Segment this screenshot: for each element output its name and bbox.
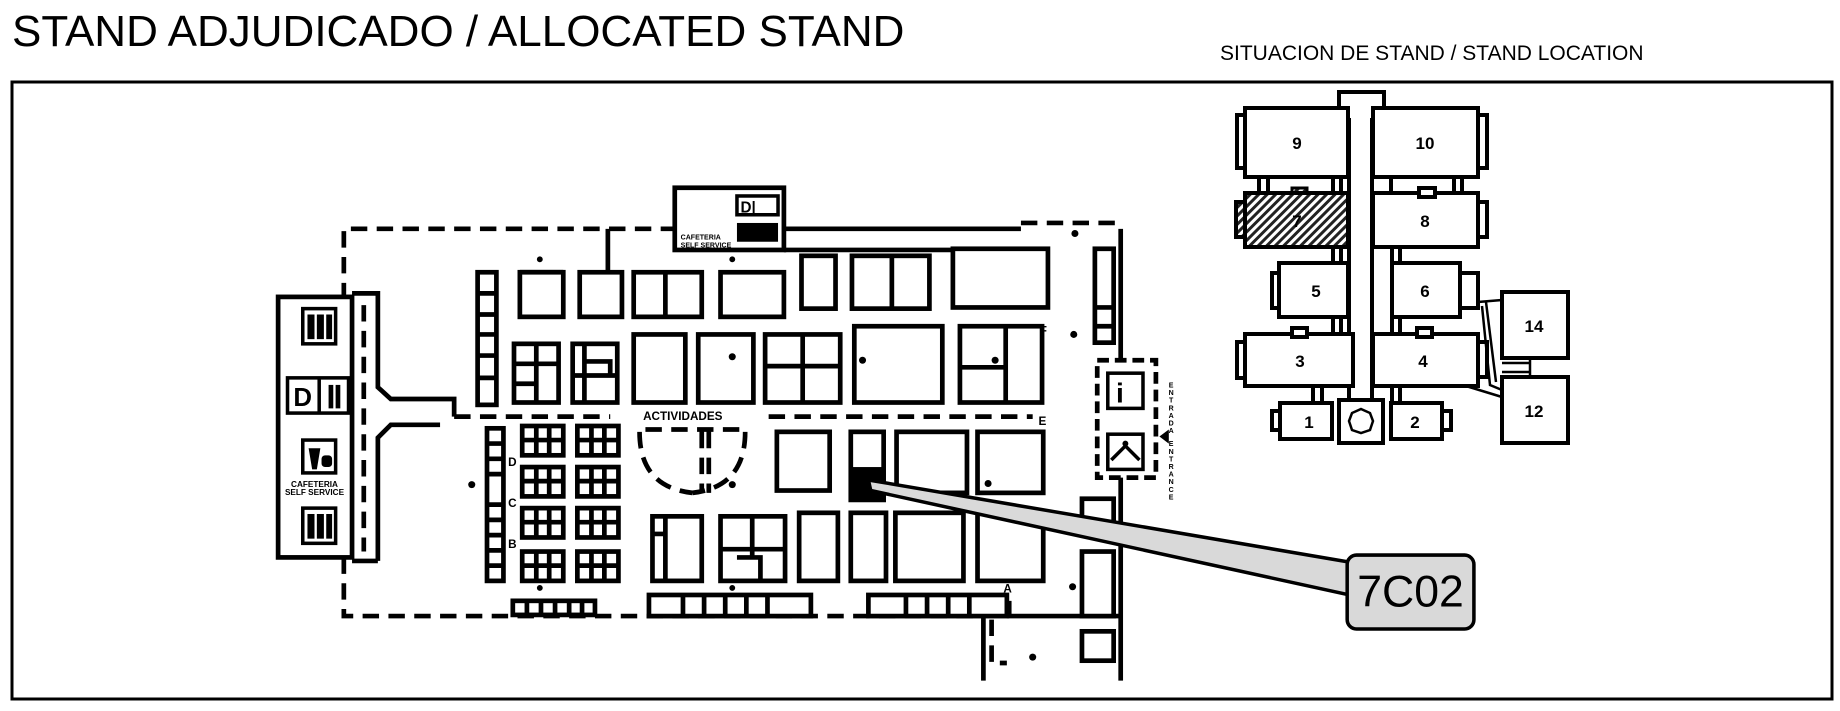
hall-2[interactable]: 2	[1389, 401, 1453, 441]
svg-text:9: 9	[1292, 134, 1301, 153]
svg-text:i: i	[1116, 378, 1124, 409]
entrance-label-en: ENTRANCE	[1168, 441, 1175, 502]
entrance-label-es: ENTRADA	[1168, 383, 1175, 436]
svg-text:14: 14	[1525, 317, 1544, 336]
map-frame	[10, 80, 1834, 701]
svg-text:10: 10	[1416, 134, 1435, 153]
hall-7-selected[interactable]: 7	[1234, 186, 1350, 249]
cafeteria-label: CAFETERIA	[291, 480, 338, 489]
aisle-label-b: B	[508, 538, 516, 551]
entrance-area: i ENTRADA ENTRANCE	[1079, 246, 1175, 664]
page-title: STAND ADJUDICADO / ALLOCATED STAND	[12, 7, 904, 56]
svg-text:3: 3	[1295, 352, 1304, 371]
svg-text:6: 6	[1420, 282, 1429, 301]
self-service-label-top: SELF SERVICE	[681, 243, 732, 250]
hall-8[interactable]: 8	[1371, 186, 1489, 249]
stands-grid-dcb: D C B	[484, 423, 621, 584]
svg-text:4: 4	[1418, 352, 1428, 371]
cafeteria-icon	[301, 438, 338, 475]
hall-10[interactable]: 10	[1371, 106, 1489, 179]
octagon-icon	[1347, 407, 1375, 435]
hall-9[interactable]: 9	[1235, 106, 1350, 179]
hall-6[interactable]: 6	[1390, 261, 1480, 319]
aisle-label-e: E	[1039, 415, 1047, 428]
stand-callout: 7C02	[866, 477, 1476, 631]
svg-text:8: 8	[1420, 212, 1429, 231]
svg-text:5: 5	[1311, 282, 1320, 301]
location-title: SITUACION DE STAND / STAND LOCATION	[1220, 42, 1644, 65]
svg-text:7: 7	[1292, 212, 1301, 231]
aisle-label-a: A	[1003, 583, 1012, 596]
svg-text:1: 1	[1304, 413, 1313, 432]
stands-bottom-strips	[510, 592, 1010, 619]
self-service-label: SELF SERVICE	[285, 488, 345, 497]
cafeteria-top: D| CAFETERIA SELF SERVICE	[672, 185, 787, 253]
aisle-label-d: D	[508, 456, 516, 469]
svg-text:D|: D|	[740, 199, 755, 216]
cafeteria-label-top: CAFETERIA	[681, 234, 721, 241]
hall-map: D CAFETERIA SELF SERVICE D| CAFETERI	[275, 185, 1476, 681]
entrance-arrow-icon	[1159, 429, 1169, 444]
activities-area	[637, 427, 748, 496]
hall-1[interactable]: 1	[1270, 401, 1334, 441]
information-icon: i	[1106, 371, 1145, 411]
hall-5[interactable]: 5	[1270, 261, 1350, 319]
svg-text:D: D	[293, 384, 312, 412]
location-map: 9 10 7 8 5 6	[1234, 90, 1570, 445]
stands-row-1	[517, 246, 1051, 320]
column-markers	[468, 230, 1079, 661]
hall-3[interactable]: 3	[1235, 326, 1355, 388]
stands-row-3	[774, 429, 1046, 503]
aisle-label-f: F	[1040, 324, 1047, 337]
activities-label: ACTIVIDADES	[643, 410, 723, 423]
toilets-icon	[301, 506, 338, 546]
toilets-icon	[301, 306, 338, 346]
stands-row-4: A	[650, 510, 1046, 596]
stands-column-left	[475, 269, 499, 408]
svg-text:2: 2	[1410, 413, 1419, 432]
restaurant-icon: D	[285, 376, 351, 415]
allocated-stand-code: 7C02	[1357, 568, 1464, 617]
stands-row-2: F	[511, 323, 1047, 405]
hall-14[interactable]: 14	[1500, 290, 1570, 360]
service-block: D CAFETERIA SELF SERVICE	[275, 291, 457, 564]
svg-text:12: 12	[1525, 402, 1544, 421]
hall-4[interactable]: 4	[1371, 326, 1489, 388]
hall-12[interactable]: 12	[1500, 375, 1570, 445]
cloakroom-icon	[1106, 432, 1145, 472]
aisle-label-c: C	[508, 497, 517, 510]
central-pavilion	[1337, 398, 1385, 445]
